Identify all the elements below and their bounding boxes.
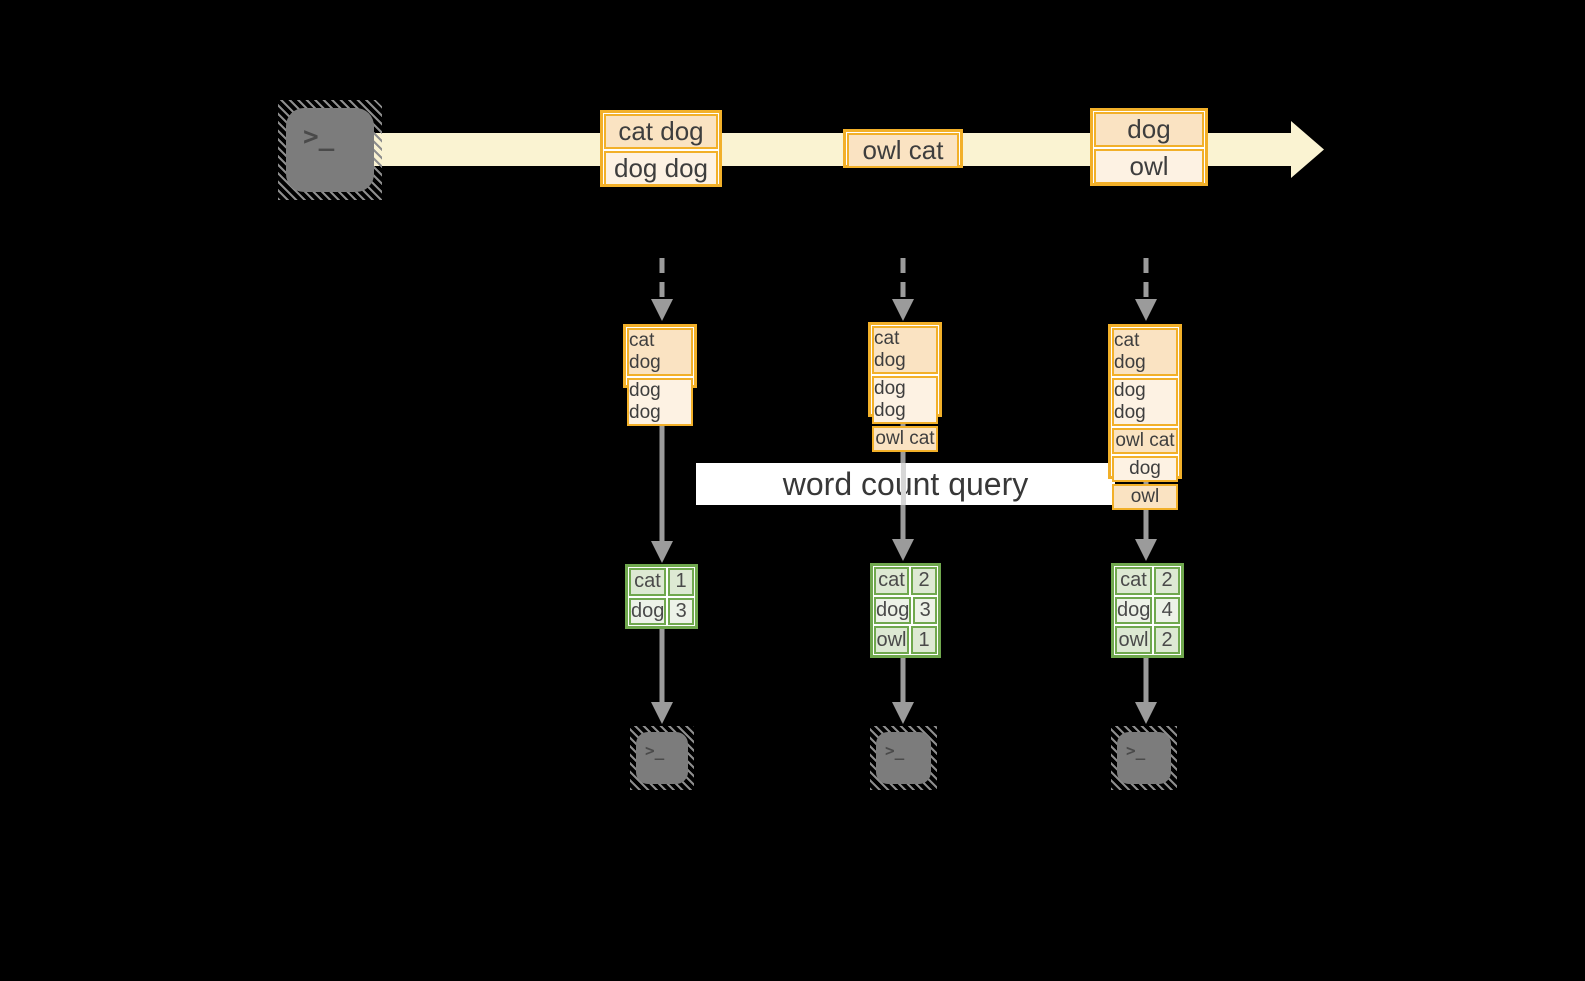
table-row: dog 3 [873,596,938,626]
dashed-arrows [651,258,1157,321]
word-cell: dog [874,596,912,625]
result-table-3: cat 2 dog 4 owl 2 [1111,563,1184,658]
terminal-prompt-glyph: >_ [1117,732,1171,784]
word-cell: owl [874,626,909,655]
count-cell: 2 [1154,626,1180,655]
terminal-prompt-glyph: >_ [286,108,374,192]
word-cell: cat [1115,567,1152,595]
word-cell: dog [629,597,667,625]
input-table-3: cat dog dog dog owl cat dog owl [1108,324,1182,510]
count-cell: 4 [1154,596,1180,625]
count-cell: 1 [668,568,694,596]
count-cell: 1 [911,626,937,655]
terminal-prompt-glyph: >_ [636,732,688,784]
input-table-1: cat dog dog dog [623,324,697,426]
terminal-icon: >_ [870,726,937,790]
word-cell: owl [1115,626,1152,655]
input-row: owl [1112,484,1178,510]
count-cell: 2 [911,567,937,595]
batch-line: dog dog [604,151,718,186]
input-row: dog dog [1112,378,1178,426]
input-row: dog [1112,456,1178,482]
batch-line: owl [1094,149,1204,184]
count-cell: 2 [1154,567,1180,595]
table-row: cat 2 [873,566,938,596]
count-cell: 3 [913,596,937,625]
word-cell: cat [629,568,666,596]
batch-line: owl cat [847,133,959,168]
input-row: owl cat [1112,428,1178,454]
terminal-prompt-glyph: >_ [876,732,931,784]
input-row: owl cat [872,426,938,452]
word-cell: dog [1115,596,1153,625]
terminal-icon: >_ [630,726,694,790]
input-row: cat dog [1112,328,1178,376]
batch-line: cat dog [604,114,718,149]
arrow-through-label [901,463,906,505]
terminal-icon: >_ [1111,726,1177,790]
result-table-1: cat 1 dog 3 [625,564,698,629]
query-label-box: word count query [696,463,1115,505]
terminal-icon: >_ [278,100,382,200]
table-row: owl 2 [1114,625,1181,655]
table-row: dog 3 [628,597,695,627]
result-table-2: cat 2 dog 3 owl 1 [870,563,941,658]
stream-batch-2: owl cat [843,129,963,168]
stream-batch-1: cat dog dog dog [600,110,722,187]
word-cell: cat [874,567,909,595]
input-table-2: cat dog dog dog owl cat [868,322,942,452]
batch-line: dog [1094,112,1204,147]
table-row: cat 1 [628,567,695,597]
stream-batch-3: dog owl [1090,108,1208,186]
input-row: dog dog [872,376,938,424]
input-row: dog dog [627,378,693,426]
table-row: cat 2 [1114,566,1181,596]
table-row: owl 1 [873,625,938,655]
input-row: cat dog [872,326,938,374]
count-cell: 3 [668,597,694,625]
input-row: cat dog [627,328,693,376]
sink-arrows [651,628,1157,724]
table-row: dog 4 [1114,596,1181,626]
